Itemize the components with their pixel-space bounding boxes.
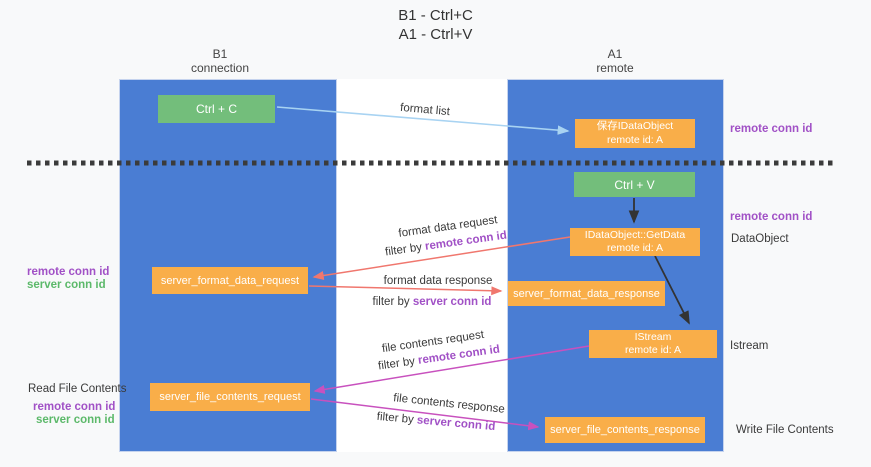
server-conn-id-text: server conn id bbox=[412, 296, 492, 308]
title-line-1: B1 - Ctrl+C bbox=[398, 7, 473, 24]
left-server-conn-id-1: server conn id bbox=[27, 279, 106, 291]
lane-a1-title: A1 bbox=[607, 47, 623, 61]
ctrl-v-box: Ctrl + V bbox=[574, 172, 695, 197]
right-remote-conn-id-top: remote conn id bbox=[730, 123, 813, 135]
left-remote-conn-id-1: remote conn id bbox=[27, 266, 110, 278]
write-file-contents-label: Write File Contents bbox=[736, 424, 834, 436]
save-dataobject-line2: remote id: A bbox=[606, 133, 664, 146]
ctrl-c-box: Ctrl + C bbox=[158, 95, 275, 123]
right-remote-conn-id-mid: remote conn id bbox=[730, 211, 813, 223]
lane-a1-subtitle: remote bbox=[596, 61, 634, 75]
server-file-contents-response-box: server_file_contents_response bbox=[545, 417, 705, 443]
getdata-line2: remote id: A bbox=[606, 242, 664, 254]
diagram-title: B1 - Ctrl+C A1 - Ctrl+V bbox=[0, 6, 871, 44]
server-file-contents-request-box: server_file_contents_request bbox=[150, 383, 310, 411]
getdata-box: IDataObject::GetData remote id: A bbox=[570, 228, 700, 256]
istream-line1: IStream bbox=[634, 330, 672, 343]
filter-by-server-conn-id-label-1: filter by server conn id bbox=[373, 296, 492, 308]
getdata-line1: IDataObject::GetData bbox=[584, 228, 686, 241]
server-format-data-response-box: server_format_data_response bbox=[508, 281, 665, 306]
dataobject-label: DataObject bbox=[731, 233, 789, 245]
save-dataobject-box: 保存IDataObject remote id: A bbox=[575, 119, 695, 148]
lane-header-a1: A1 remote bbox=[545, 47, 685, 75]
read-file-contents-label: Read File Contents bbox=[28, 383, 127, 395]
lane-header-b1: B1 connection bbox=[150, 47, 290, 75]
save-dataobject-line1: 保存IDataObject bbox=[596, 120, 674, 133]
left-remote-conn-id-2: remote conn id bbox=[33, 401, 116, 413]
lane-b1-subtitle: connection bbox=[190, 61, 250, 75]
istream-line2: remote id: A bbox=[624, 344, 682, 356]
left-server-conn-id-2: server conn id bbox=[36, 414, 115, 426]
lane-b1-title: B1 bbox=[212, 47, 228, 61]
filter-by-text: filter by bbox=[372, 296, 410, 308]
istream-box: IStream remote id: A bbox=[589, 330, 717, 358]
istream-side-label: Istream bbox=[730, 340, 769, 352]
format-data-response-label: format data response bbox=[383, 275, 493, 287]
server-format-data-request-box: server_format_data_request bbox=[152, 267, 308, 294]
title-line-2: A1 - Ctrl+V bbox=[398, 26, 473, 43]
